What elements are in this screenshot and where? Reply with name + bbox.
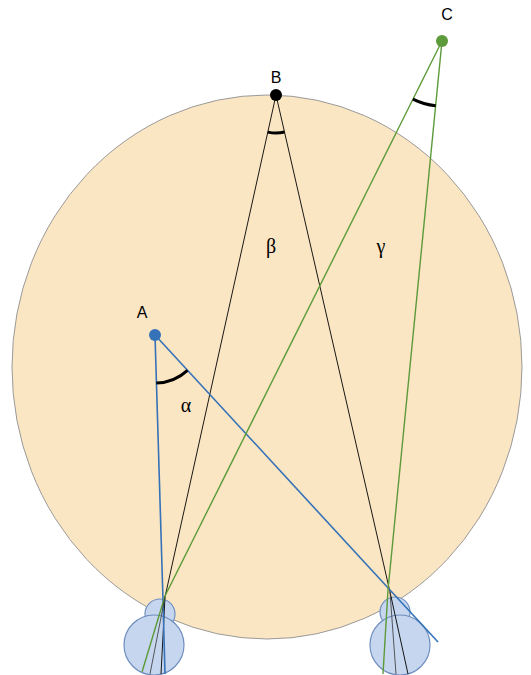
angle-label: γ	[377, 235, 386, 257]
point-b	[270, 89, 282, 101]
angle-label: β	[266, 235, 276, 257]
label-holder: β	[266, 235, 276, 258]
label-holder: C	[441, 6, 453, 24]
angle-arcs	[156, 99, 435, 383]
a-sight-lines	[155, 335, 438, 674]
c-sight-lines	[142, 41, 442, 674]
point-label: B	[271, 69, 282, 86]
label-holder: B	[271, 69, 282, 87]
point-c	[436, 35, 448, 47]
label-holder: A	[137, 304, 148, 322]
visual-field-circle	[12, 95, 522, 639]
point-label: C	[441, 6, 453, 23]
point-label: A	[137, 304, 148, 321]
eye-fan-lines	[150, 592, 396, 674]
left-eye	[124, 599, 184, 675]
point-a	[149, 329, 161, 341]
label-holder: α	[181, 394, 191, 417]
label-holder: γ	[377, 235, 386, 258]
angle-label: α	[181, 394, 191, 416]
